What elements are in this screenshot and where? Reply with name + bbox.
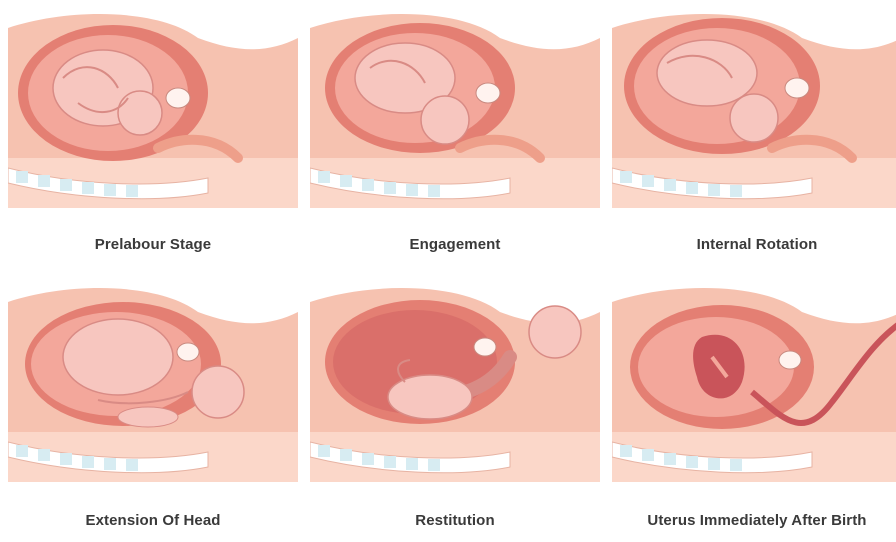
panel-extension-of-head: Extension Of Head (8, 282, 298, 542)
restitution-illustration (310, 288, 600, 482)
fetus-icon (656, 39, 779, 143)
panel-prelabour-stage: Prelabour Stage (8, 8, 298, 268)
stage-label: Prelabour Stage (94, 236, 212, 253)
stage-label: Internal Rotation (696, 236, 818, 253)
spine-icon (8, 441, 209, 474)
fetus-icon (387, 305, 582, 420)
panel-uterus-after-birth: Uterus Immediately After Birth (612, 282, 896, 542)
umbilical-cord-icon (750, 322, 896, 426)
spine-icon (612, 167, 813, 200)
stage-label: Restitution (415, 512, 495, 529)
uterus-after-birth-illustration (612, 288, 896, 482)
spine-icon (310, 441, 511, 474)
prelabour-illustration (8, 14, 298, 208)
panel-engagement: Engagement (310, 8, 600, 268)
panel-restitution: Restitution (310, 282, 600, 542)
fetus-icon (62, 318, 245, 428)
engagement-illustration (310, 14, 600, 208)
stage-label: Extension Of Head (85, 512, 221, 529)
spine-icon (310, 167, 511, 200)
panel-internal-rotation: Internal Rotation (612, 8, 896, 268)
extension-of-head-illustration (8, 288, 298, 482)
fetus-icon (52, 49, 163, 136)
stage-label: Engagement (409, 236, 501, 253)
stage-label: Uterus Immediately After Birth (647, 512, 867, 529)
spine-icon (612, 441, 813, 474)
spine-icon (8, 167, 209, 200)
internal-rotation-illustration (612, 14, 896, 208)
fetus-icon (354, 42, 470, 145)
placenta-icon (693, 334, 745, 399)
